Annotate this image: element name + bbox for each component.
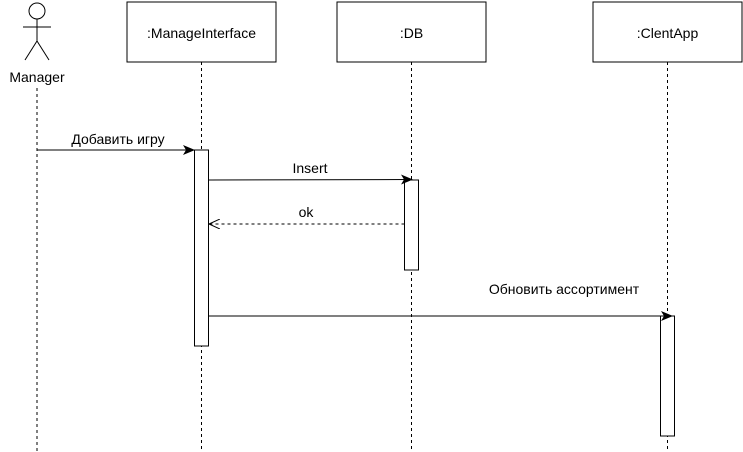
message-label: Insert xyxy=(292,160,327,176)
message-label: ok xyxy=(299,204,315,220)
message-label: Обновить ассортимент xyxy=(489,281,640,297)
activation-manage-interface xyxy=(194,149,209,347)
actor-manager: Manager xyxy=(9,2,65,452)
actor-label: Manager xyxy=(9,69,65,85)
message-arrow xyxy=(208,174,413,185)
message-ok: ok xyxy=(209,204,405,224)
message-update-assortment: Обновить ассортимент xyxy=(208,281,673,321)
stick-figure-icon xyxy=(23,2,51,61)
participant-db: :DB xyxy=(336,1,487,452)
participant-client-app: :ClentApp xyxy=(592,1,743,452)
participant-label: :ManageInterface xyxy=(147,25,256,41)
participant-box xyxy=(126,1,277,63)
activation-db xyxy=(404,179,419,271)
participant-label: :ClentApp xyxy=(637,25,699,41)
activation-client-app xyxy=(660,315,675,437)
participant-manage-interface: :ManageInterface xyxy=(126,1,277,452)
participant-box xyxy=(592,1,743,63)
message-label: Добавить игру xyxy=(71,131,164,147)
message-insert: Insert xyxy=(208,160,413,185)
participant-label: :DB xyxy=(400,25,423,41)
message-add-game: Добавить игру xyxy=(37,131,195,155)
